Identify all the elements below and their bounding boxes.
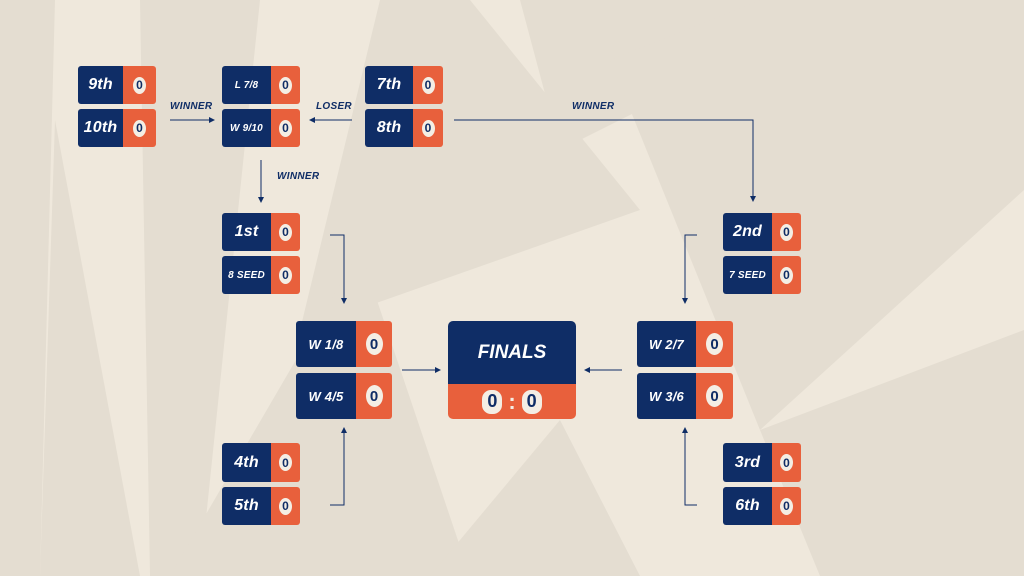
finals-score-separator: :	[508, 388, 516, 414]
team-name: W 2/7	[637, 321, 696, 367]
bg-shape	[0, 0, 55, 576]
team-row[interactable]: 3rd 0	[723, 443, 801, 482]
score-pill: 0	[133, 119, 146, 137]
score-pill: 0	[133, 76, 146, 94]
score-pill: 0	[365, 385, 383, 407]
team-score: 0	[271, 487, 300, 525]
team-score: 0	[772, 256, 801, 294]
team-row[interactable]: W 1/8 0	[296, 321, 392, 367]
team-row[interactable]: 9th 0	[78, 66, 156, 104]
team-score: 0	[772, 487, 801, 525]
winner-label: WINNER	[277, 171, 320, 182]
team-score: 0	[413, 109, 443, 147]
score-pill: 0	[279, 497, 292, 515]
team-score: 0	[413, 66, 443, 104]
team-name: W 4/5	[296, 373, 356, 419]
team-score: 0	[271, 213, 300, 251]
score-pill: 0	[279, 76, 292, 94]
team-name: W 1/8	[296, 321, 356, 367]
team-name: 10th	[78, 109, 123, 147]
team-score: 0	[271, 256, 300, 294]
score-pill: 0	[279, 223, 292, 241]
bg-shape	[430, 420, 640, 576]
team-row[interactable]: W 2/7 0	[637, 321, 733, 367]
score-pill: 0	[421, 76, 435, 94]
team-score: 0	[271, 66, 300, 104]
team-row[interactable]: 2nd 0	[723, 213, 801, 251]
score-pill: 0	[706, 385, 723, 407]
team-score: 0	[772, 213, 801, 251]
score-pill: 0	[780, 223, 793, 241]
team-name: 3rd	[723, 443, 772, 482]
team-name: 5th	[222, 487, 271, 525]
team-name: 6th	[723, 487, 772, 525]
finals-score: 0 : 0	[448, 384, 576, 419]
team-row[interactable]: 4th 0	[222, 443, 300, 482]
team-score: 0	[271, 443, 300, 482]
bg-shape	[40, 120, 140, 576]
team-row[interactable]: 7 SEED 0	[723, 256, 801, 294]
team-name: W 9/10	[222, 109, 271, 147]
team-name: 8 SEED	[222, 256, 271, 294]
score-pill: 0	[279, 266, 292, 284]
team-row[interactable]: 1st 0	[222, 213, 300, 251]
team-row[interactable]: W 9/10 0	[222, 109, 300, 147]
team-row[interactable]: 8th 0	[365, 109, 443, 147]
score-pill: 0	[365, 333, 383, 355]
team-row[interactable]: 8 SEED 0	[222, 256, 300, 294]
team-name: 7th	[365, 66, 413, 104]
team-row[interactable]: 10th 0	[78, 109, 156, 147]
team-score: 0	[772, 443, 801, 482]
team-row[interactable]: 7th 0	[365, 66, 443, 104]
score-pill: 0	[706, 333, 723, 355]
team-name: 4th	[222, 443, 271, 482]
team-row[interactable]: 5th 0	[222, 487, 300, 525]
team-name: 8th	[365, 109, 413, 147]
finals-box[interactable]: FINALS 0 : 0	[448, 321, 576, 419]
score-pill: 0	[279, 454, 292, 471]
team-row[interactable]: 6th 0	[723, 487, 801, 525]
finals-score-left: 0	[482, 389, 503, 414]
team-name: 7 SEED	[723, 256, 772, 294]
team-row[interactable]: L 7/8 0	[222, 66, 300, 104]
team-name: W 3/6	[637, 373, 696, 419]
team-name: 2nd	[723, 213, 772, 251]
team-score: 0	[271, 109, 300, 147]
bg-shape	[610, 0, 1024, 430]
score-pill: 0	[279, 119, 292, 137]
finals-title: FINALS	[448, 321, 576, 384]
team-score: 0	[123, 66, 156, 104]
score-pill: 0	[780, 454, 793, 471]
team-row[interactable]: W 4/5 0	[296, 373, 392, 419]
team-score: 0	[356, 373, 392, 419]
team-score: 0	[696, 373, 733, 419]
score-pill: 0	[780, 497, 793, 515]
team-name: 1st	[222, 213, 271, 251]
score-pill: 0	[780, 266, 793, 284]
team-name: L 7/8	[222, 66, 271, 104]
loser-label: LOSER	[316, 101, 352, 112]
bg-shape	[760, 330, 1024, 576]
winner-label: WINNER	[170, 101, 213, 112]
team-score: 0	[696, 321, 733, 367]
finals-score-right: 0	[521, 389, 542, 414]
team-name: 9th	[78, 66, 123, 104]
team-score: 0	[356, 321, 392, 367]
team-row[interactable]: W 3/6 0	[637, 373, 733, 419]
winner-label: WINNER	[572, 101, 615, 112]
score-pill: 0	[421, 119, 435, 137]
team-score: 0	[123, 109, 156, 147]
